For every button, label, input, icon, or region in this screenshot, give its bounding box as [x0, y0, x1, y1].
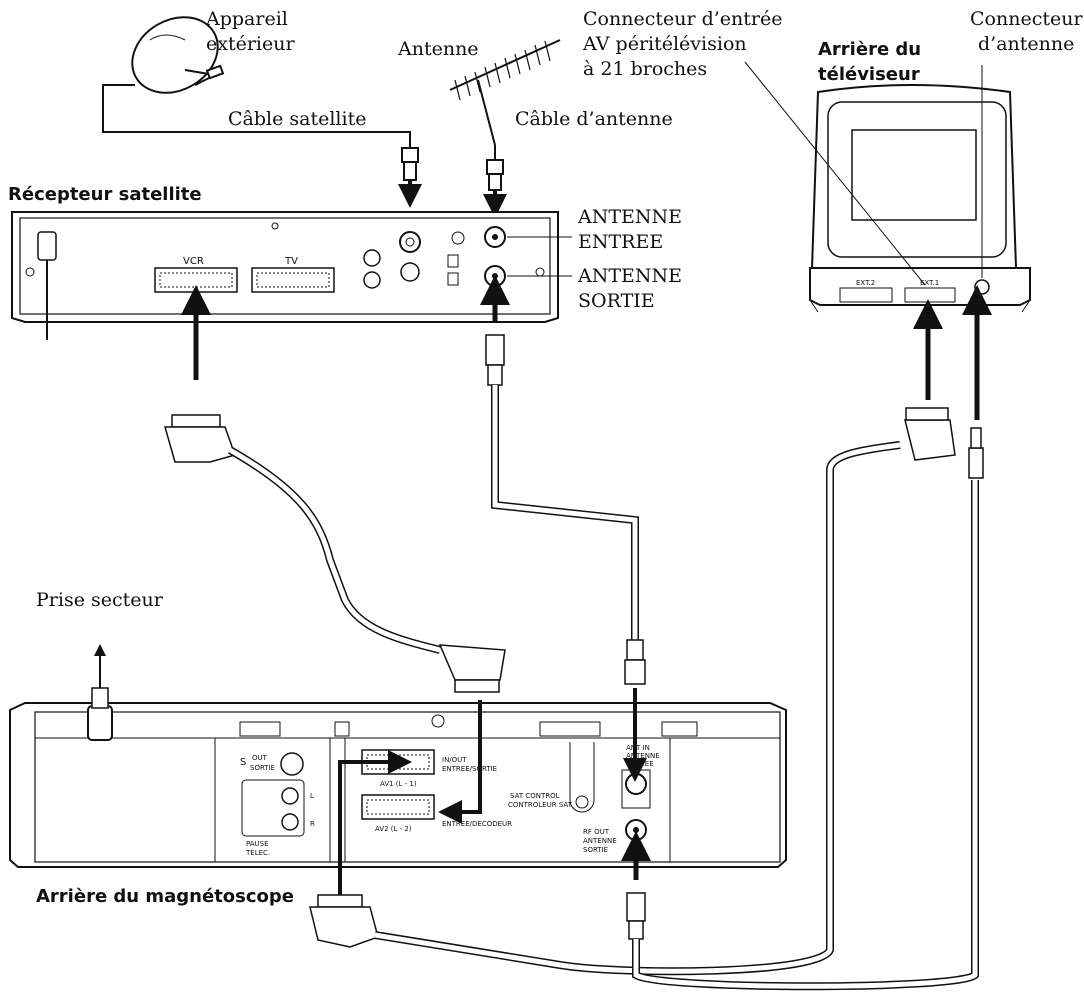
audio-l-label: L	[310, 792, 314, 800]
label-arriere-tv-1: Arrière du	[818, 39, 921, 60]
label-connecteur-entree-1: Connecteur d’entrée	[583, 8, 782, 30]
satellite-input-port[interactable]	[399, 231, 421, 253]
antenna-cable-vcr-tv	[621, 285, 992, 991]
sat-control-port[interactable]	[575, 795, 589, 809]
tv-ext2-connector[interactable]	[839, 287, 893, 303]
pause-label-2: TELEC.	[245, 849, 270, 857]
vcr: S OUT SORTIE L R PAUSE TELEC. IN/OUT ENT…	[9, 644, 787, 868]
label-cable-satellite: Câble satellite	[228, 108, 366, 130]
label-connecteur-entree-3: à 21 broches	[583, 58, 707, 80]
antenna-plug-icon	[483, 159, 507, 218]
audio-r-label: R	[310, 820, 315, 828]
ant-in-label-3: ENTREE	[626, 760, 654, 768]
label-connecteur-entree-2: AV péritélévision	[582, 33, 747, 55]
sat-control-label-2: CONTROLEUR SAT	[508, 801, 573, 809]
screw-icon	[271, 222, 279, 230]
scart-tv-connector[interactable]	[251, 267, 335, 293]
satellite-cable	[102, 84, 411, 148]
tv-ext1-label: EXT.1	[920, 279, 939, 287]
rf-out-label-3: SORTIE	[583, 846, 608, 854]
scart-cable-receiver-vcr	[164, 285, 506, 824]
s-out-label: OUT	[252, 754, 268, 762]
label-prise-secteur: Prise secteur	[36, 589, 164, 611]
av2-io-label: ENTREE/DECODEUR	[442, 820, 512, 828]
antenna-cable-receiver-vcr	[480, 275, 647, 782]
s-sortie-label: SORTIE	[250, 764, 275, 772]
tv-antenna-icon	[449, 39, 561, 160]
pause-label-1: PAUSE	[246, 840, 269, 848]
satellite-plug-icon	[398, 147, 422, 208]
s-label: S	[240, 757, 246, 768]
vcr-ant-in-port[interactable]	[625, 773, 647, 795]
television: EXT.2 EXT.1	[809, 84, 1031, 313]
tv-ext1-connector[interactable]	[904, 287, 956, 303]
label-recepteur-satellite: Récepteur satellite	[8, 184, 202, 205]
label-appareil-2: extérieur	[206, 33, 295, 55]
sat-control-label-1: SAT CONTROL	[510, 792, 560, 800]
tv-antenna-port[interactable]	[974, 279, 990, 295]
screw-icon	[25, 267, 35, 277]
screw-icon	[431, 714, 445, 728]
power-cord-icon	[37, 231, 57, 261]
rf-out-label-2: ANTENNE	[583, 837, 617, 845]
satellite-dish-icon	[131, 16, 225, 94]
av1-io-label-1: IN/OUT	[442, 756, 467, 764]
label-connecteur-antenne-2: d’antenne	[978, 33, 1074, 55]
scart-vcr-connector[interactable]	[154, 267, 238, 293]
label-connecteur-antenne-1: Connecteur	[970, 8, 1083, 30]
label-antenne-entree-2: ENTREE	[578, 231, 663, 253]
tv-ext2-label: EXT.2	[856, 279, 875, 287]
scart-vcr-label: VCR	[183, 256, 204, 267]
satellite-receiver: VCR TV	[11, 211, 572, 340]
rca-jack-icon	[363, 249, 381, 267]
av1-name: AV1 (L - 1)	[380, 780, 417, 788]
label-cable-antenne: Câble d’antenne	[515, 108, 673, 130]
rca-jack-icon	[363, 271, 381, 289]
label-antenne: Antenne	[397, 38, 479, 60]
scart-tv-label: TV	[284, 256, 298, 267]
round-port-icon	[400, 262, 420, 282]
label-arriere-magnetoscope: Arrière du magnétoscope	[36, 886, 294, 907]
label-antenne-entree-1: ANTENNE	[577, 206, 682, 228]
label-appareil-1: Appareil	[205, 8, 288, 30]
rf-out-label-1: RF OUT	[583, 828, 610, 836]
av1-io-label-2: ENTREE/SORTIE	[442, 765, 497, 773]
vcr-power-plug-icon	[87, 705, 113, 741]
scart-cable-vcr-tv	[309, 299, 956, 976]
av2-connector[interactable]	[361, 794, 435, 820]
s-video-port[interactable]	[280, 752, 304, 776]
label-antenne-sortie-2: SORTIE	[578, 290, 655, 312]
label-antenne-sortie-1: ANTENNE	[577, 265, 682, 287]
label-arriere-tv-2: téléviseur	[818, 64, 920, 85]
audio-l-port[interactable]	[281, 787, 299, 805]
av2-name: AV2 (L - 2)	[375, 825, 412, 833]
ant-in-label-2: ANTENNE	[626, 752, 660, 760]
audio-r-port[interactable]	[281, 813, 299, 831]
ant-in-label-1: ANT IN	[626, 744, 650, 752]
